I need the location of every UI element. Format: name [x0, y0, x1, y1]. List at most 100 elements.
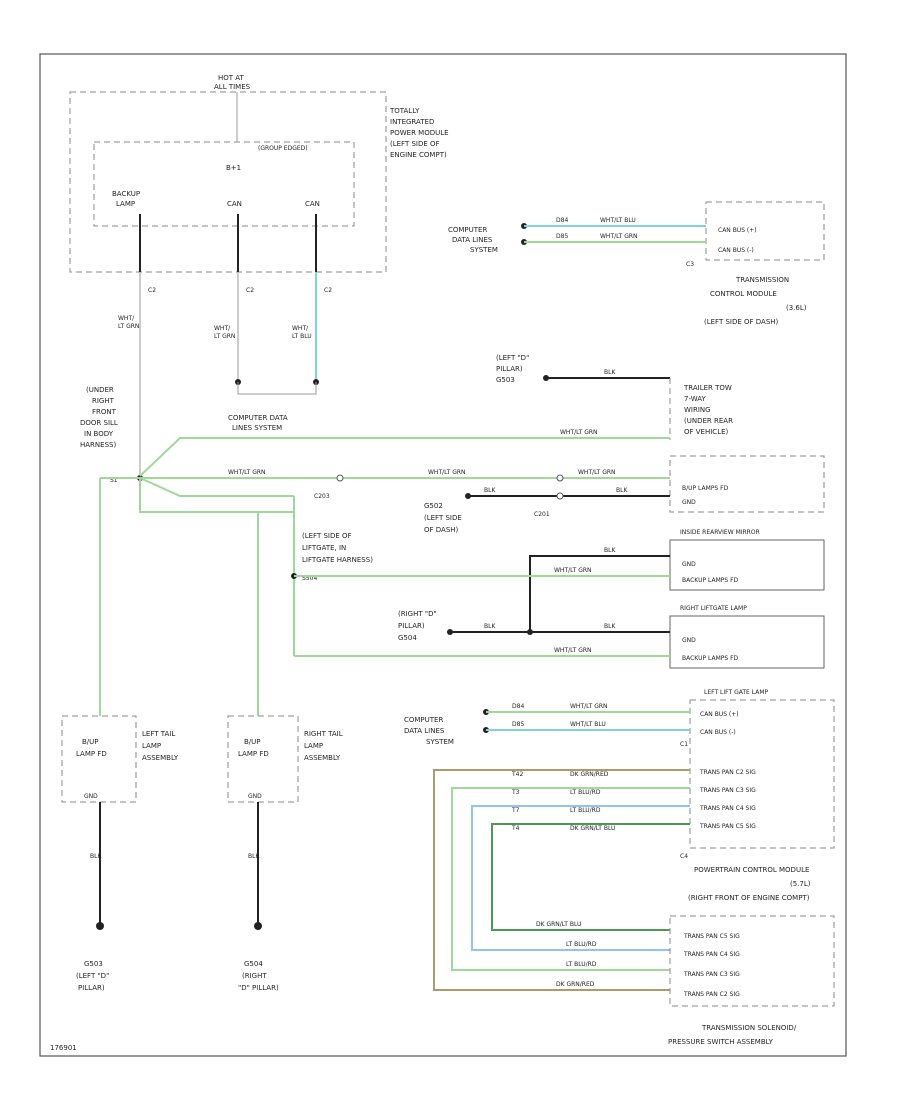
wire	[491, 823, 690, 931]
component-box	[705, 201, 825, 261]
top-module-wires-w2-0: WHT/	[214, 325, 231, 332]
pcm-codes-1: D85	[512, 721, 524, 728]
mid-wire-labels-2: WHT/LT GRN	[428, 469, 466, 476]
left-tail-lamp: B/UP LAMP FD GND LEFT TAIL LAMP ASSEMBLY…	[61, 715, 179, 992]
top-module-label-0: TOTALLY	[389, 107, 420, 115]
pcm-label-1: (5.7L)	[790, 880, 811, 888]
wire	[139, 437, 670, 477]
pcm-conn-1: C4	[680, 853, 688, 860]
solenoid-label-0: TRANSMISSION SOLENOID/	[701, 1024, 797, 1032]
tails-right-label-2: ASSEMBLY	[304, 754, 341, 762]
connector-dot	[556, 474, 564, 482]
pcm-label-0: POWERTRAIN CONTROL MODULE	[694, 866, 809, 874]
connector-dot	[527, 629, 533, 635]
mid-under-right-2: FRONT	[92, 408, 117, 416]
mid-computer-data-0: COMPUTER DATA	[228, 414, 288, 422]
tails-left-ground-0: G503	[84, 960, 103, 968]
tails-left-wire: BLK	[90, 853, 102, 860]
mid-left-side-dash-0: (LEFT SIDE	[424, 514, 462, 522]
pcm-wires-3: LT BLU/RD	[570, 789, 601, 796]
right-liftgate-pins-0: GND	[682, 637, 696, 644]
mid-trailer-1: 7-WAY	[684, 395, 706, 403]
right-liftgate-title: RIGHT LIFTGATE LAMP	[680, 605, 747, 612]
powertrain-control-module: LEFT LIFT GATE LAMP COMPUTER DATA LINES …	[404, 689, 835, 991]
pcm-computer-1: DATA LINES	[404, 727, 445, 735]
top-module-conn-c1: C2	[148, 287, 156, 294]
tcm-label-1: CONTROL MODULE	[710, 290, 777, 298]
pcm-pins-4: TRANS PAN C4 SIG	[699, 805, 756, 812]
tails-right-ground-1: (RIGHT	[242, 972, 267, 980]
solenoid-pins-3: TRANS PAN C2 SIG	[683, 991, 740, 998]
mid-under-right-3: DOOR SILL	[80, 419, 118, 427]
right-liftgate-wires-0: BLK	[484, 623, 496, 630]
top-module-pins-backup-0: BACKUP	[112, 190, 140, 198]
mid-backup-feed-0: B/UP LAMPS FD	[682, 485, 729, 492]
right-liftgate-pillar-1: PILLAR)	[398, 622, 425, 630]
tails-right-ground-2: "D" PILLAR)	[238, 984, 279, 992]
mid-left-side-dash-1: OF DASH)	[424, 526, 459, 534]
pcm-wires-2: DK GRN/RED	[570, 771, 609, 778]
component-box	[669, 539, 825, 591]
mid-trailer-0: TRAILER TOW	[683, 384, 732, 392]
top-module-pins-backup-1: LAMP	[116, 200, 135, 208]
pcm-label-2: (RIGHT FRONT OF ENGINE COMPT)	[688, 894, 810, 902]
right-liftgate-wires-1: BLK	[604, 623, 616, 630]
top-module-label-4: ENGINE COMPT)	[390, 151, 447, 159]
top-module-pins-can1-0: CAN	[227, 200, 242, 208]
tails-right-pin-1: LAMP FD	[238, 750, 269, 758]
pcm-codes-3: T3	[511, 789, 520, 796]
solenoid-pins-1: TRANS PAN C4 SIG	[683, 951, 740, 958]
connector-dot	[556, 492, 564, 500]
tcm-pins-1: CAN BUS (-)	[718, 247, 754, 254]
pcm-pins-5: TRANS PAN C5 SIG	[699, 823, 756, 830]
mid-liftgate-1: LIFTGATE, IN	[302, 544, 346, 552]
tails-right-gnd: GND	[248, 793, 262, 800]
mid-computer-data-1: LINES SYSTEM	[232, 424, 282, 432]
tails-left-pin-0: B/UP	[82, 738, 99, 746]
pcm-codes-0: D84	[512, 703, 524, 710]
mirror-title: INSIDE REARVIEW MIRROR	[680, 529, 760, 536]
right-liftgate-pins-1: BACKUP LAMPS FD	[682, 655, 739, 662]
mid-wire-labels-5: BLK	[484, 487, 496, 494]
tcm-codes-0: D84	[556, 217, 568, 224]
top-module-wires-w3-1: LT BLU	[292, 333, 312, 340]
mid-left-d-pillar-2: G503	[496, 376, 515, 384]
mid-wire-labels-4: BLK	[604, 369, 616, 376]
hot-label-2: ALL TIMES	[214, 83, 251, 91]
tails-left-ground-1: (LEFT "D"	[76, 972, 109, 980]
tails-right-wire: BLK	[248, 853, 260, 860]
top-module-label-2: POWER MODULE	[390, 129, 449, 137]
tails-right-label-0: RIGHT TAIL	[304, 730, 343, 738]
pcm-codes-4: T7	[511, 807, 520, 814]
solenoid-label-1: PRESSURE SWITCH ASSEMBLY	[668, 1038, 774, 1046]
connector-dot	[254, 922, 262, 930]
transmission-solenoid-assembly: TRANS PAN C5 SIG TRANS PAN C4 SIG TRANS …	[536, 915, 835, 1046]
pcm-codes-5: T4	[511, 825, 520, 832]
pcm-pins-3: TRANS PAN C3 SIG	[699, 787, 756, 794]
top-module-wires-w3-0: WHT/	[292, 325, 309, 332]
mid-under-right-4: IN BODY	[84, 430, 114, 438]
wire	[139, 477, 294, 497]
tcm-label-2: (3.6L)	[786, 304, 807, 312]
mid-trailer-2: WIRING	[684, 406, 711, 414]
wire	[529, 555, 670, 632]
mid-connectors-1: C201	[534, 511, 550, 518]
diagram-frame	[39, 53, 847, 1057]
wire	[471, 805, 690, 951]
top-module-label-1: INTEGRATED	[390, 118, 434, 126]
component-box	[669, 915, 835, 1007]
tails-right-label-1: LAMP	[304, 742, 323, 750]
mid-splice: S1	[110, 477, 118, 484]
solenoid-pins-2: TRANS PAN C3 SIG	[683, 971, 740, 978]
pcm-title: LEFT LIFT GATE LAMP	[704, 689, 768, 696]
mirror-pins-0: GND	[682, 561, 696, 568]
tcm-wires-0: WHT/LT BLU	[600, 217, 636, 224]
tcm-computer-0: COMPUTER	[448, 226, 487, 234]
component-box	[669, 615, 825, 669]
wire	[139, 478, 294, 513]
wire	[451, 787, 690, 971]
wire	[237, 382, 317, 395]
tails-right-pin-0: B/UP	[244, 738, 261, 746]
tails-left-pin-1: LAMP FD	[76, 750, 107, 758]
